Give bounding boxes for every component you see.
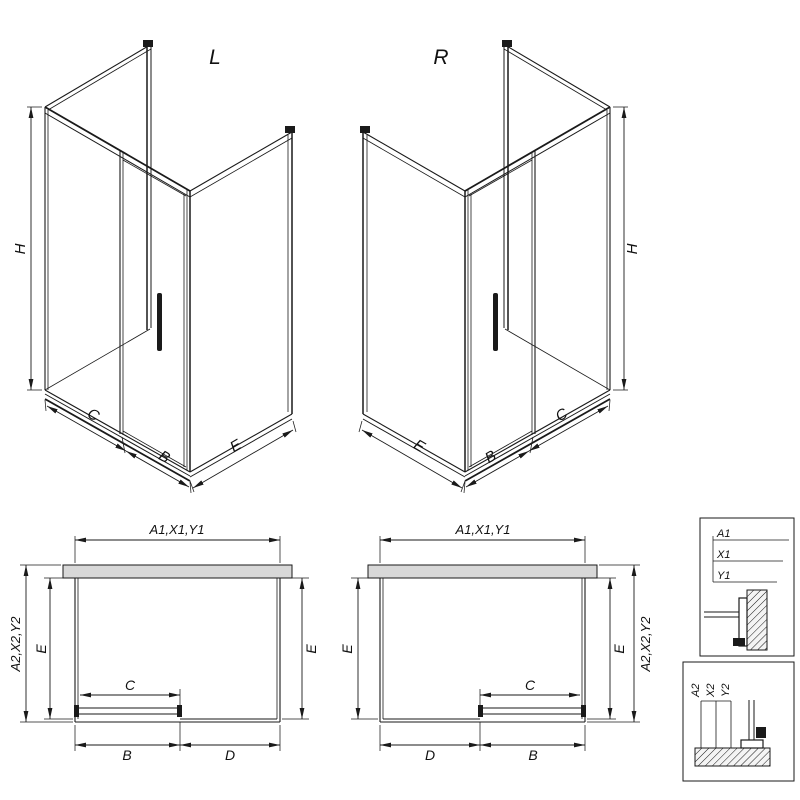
plan-sliding-door	[74, 705, 182, 717]
plan-glass-panels	[74, 578, 281, 723]
detail-width-row-2: X1	[716, 549, 730, 561]
wall-profile-cap	[285, 126, 295, 133]
plan-r-width-label: A1,X1,Y1	[455, 522, 511, 537]
detail-width-row-3: Y1	[717, 570, 730, 582]
detail-depth-profile: A2 X2 Y2	[682, 661, 795, 782]
building-wall	[62, 564, 293, 579]
detail-depth-row-1: A2	[690, 684, 702, 698]
door-handle	[157, 293, 162, 351]
plan-l-side-left-label: E	[33, 644, 49, 654]
wall-section-hatch	[694, 747, 771, 767]
dim-label-h-left: H	[12, 243, 29, 254]
iso-dimension-lines	[27, 106, 297, 494]
iso-view-left-lines	[27, 40, 297, 494]
plan-l-depth-label: A2,X2,Y2	[8, 616, 23, 673]
detail-width-profile: A1 X1 Y1	[699, 517, 795, 657]
side-panel-right	[189, 126, 295, 478]
plan-r-door-label: B	[528, 747, 537, 763]
dim-label-h-right: H	[624, 243, 641, 254]
plan-l-door-label: B	[122, 747, 131, 763]
plan-r-side-left-label: E	[339, 644, 355, 654]
wall-profile-cap	[143, 40, 153, 47]
profile-fitting	[733, 638, 745, 646]
plan-l-width-label: A1,X1,Y1	[149, 522, 205, 537]
plan-l-fixed-label: D	[225, 747, 235, 763]
plan-r-opening-label: C	[525, 677, 536, 693]
bottom-rail	[44, 389, 191, 482]
iso-view-right-lines	[359, 40, 628, 493]
dim-label-e-right: E	[411, 436, 429, 456]
wall-section-hatch	[746, 589, 768, 651]
plan-l-opening-label: C	[125, 677, 136, 693]
plan-r-depth-label: A2,X2,Y2	[638, 616, 653, 673]
plan-dimension-lines	[20, 536, 309, 751]
profile-fitting	[756, 727, 766, 738]
plan-view-left-lines	[20, 536, 309, 751]
dim-label-e-left: E	[227, 436, 245, 456]
plan-view-right-lines	[351, 536, 640, 751]
side-panel-back-left	[44, 40, 153, 391]
detail-depth-row-2: X2	[705, 684, 717, 698]
version-label-right: R	[433, 46, 448, 69]
front-door-assembly	[44, 106, 191, 472]
wall-profile-section	[740, 739, 764, 749]
plan-r-side-right-label: E	[611, 644, 627, 654]
version-label-left: L	[209, 46, 221, 69]
plan-r-fixed-label: D	[425, 747, 435, 763]
plan-l-side-right-label: E	[303, 644, 319, 654]
detail-width-row-1: A1	[716, 528, 730, 540]
detail-depth-row-3: Y2	[720, 684, 732, 697]
